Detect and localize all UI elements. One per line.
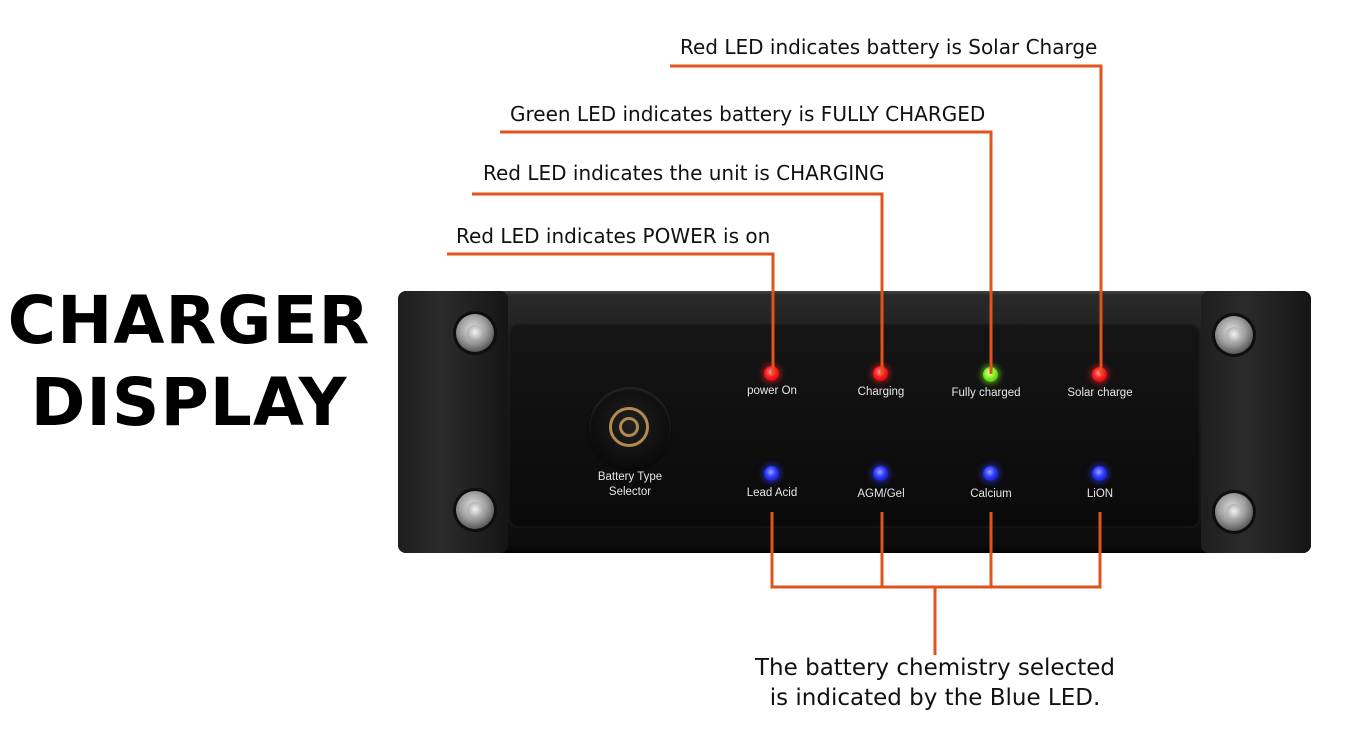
- label-lion: LiON: [1086, 488, 1114, 500]
- label-power-on: power On: [747, 385, 797, 397]
- callout-power-on: Red LED indicates POWER is on: [456, 224, 771, 248]
- led-solar-charge: [1092, 367, 1107, 382]
- leader-full: [500, 130, 993, 374]
- selector-label-1: Battery Type: [597, 471, 663, 483]
- led-calcium: [983, 466, 998, 481]
- charger-device: Battery Type Selector power On Charging …: [398, 291, 1311, 553]
- title-line-1: CHARGER: [7, 282, 371, 359]
- battery-type-selector-button[interactable]: [589, 387, 671, 469]
- screw-top-right: [1215, 316, 1253, 354]
- led-fully-charged: [983, 367, 998, 382]
- leader-power: [447, 252, 775, 374]
- caption-line-2: is indicated by the Blue LED.: [769, 685, 1101, 711]
- screw-top-left: [456, 314, 494, 352]
- callout-fully-charged: Green LED indicates battery is FULLY CHA…: [510, 102, 986, 126]
- screw-bottom-left: [456, 491, 494, 529]
- callout-solar-charge: Red LED indicates battery is Solar Charg…: [680, 35, 1098, 59]
- selector-ring-icon: [609, 407, 649, 447]
- label-fully-charged: Fully charged: [951, 387, 1021, 399]
- label-solar-charge: Solar charge: [1067, 387, 1133, 399]
- selector-label-2: Selector: [608, 486, 652, 498]
- leader-charging: [472, 192, 884, 374]
- callout-charging: Red LED indicates the unit is CHARGING: [483, 161, 885, 185]
- label-calcium: Calcium: [970, 488, 1012, 500]
- leader-blue-bracket: [770, 512, 1102, 589]
- led-agm-gel: [873, 466, 888, 481]
- caption-line-1: The battery chemistry selected: [755, 655, 1115, 681]
- led-lead-acid: [764, 466, 779, 481]
- label-agm-gel: AGM/Gel: [857, 488, 905, 500]
- screw-bottom-right: [1215, 493, 1253, 531]
- leader-solar: [670, 64, 1103, 374]
- label-lead-acid: Lead Acid: [746, 487, 798, 499]
- label-charging: Charging: [857, 386, 905, 398]
- led-lion: [1092, 466, 1107, 481]
- title-line-2: DISPLAY: [30, 364, 348, 441]
